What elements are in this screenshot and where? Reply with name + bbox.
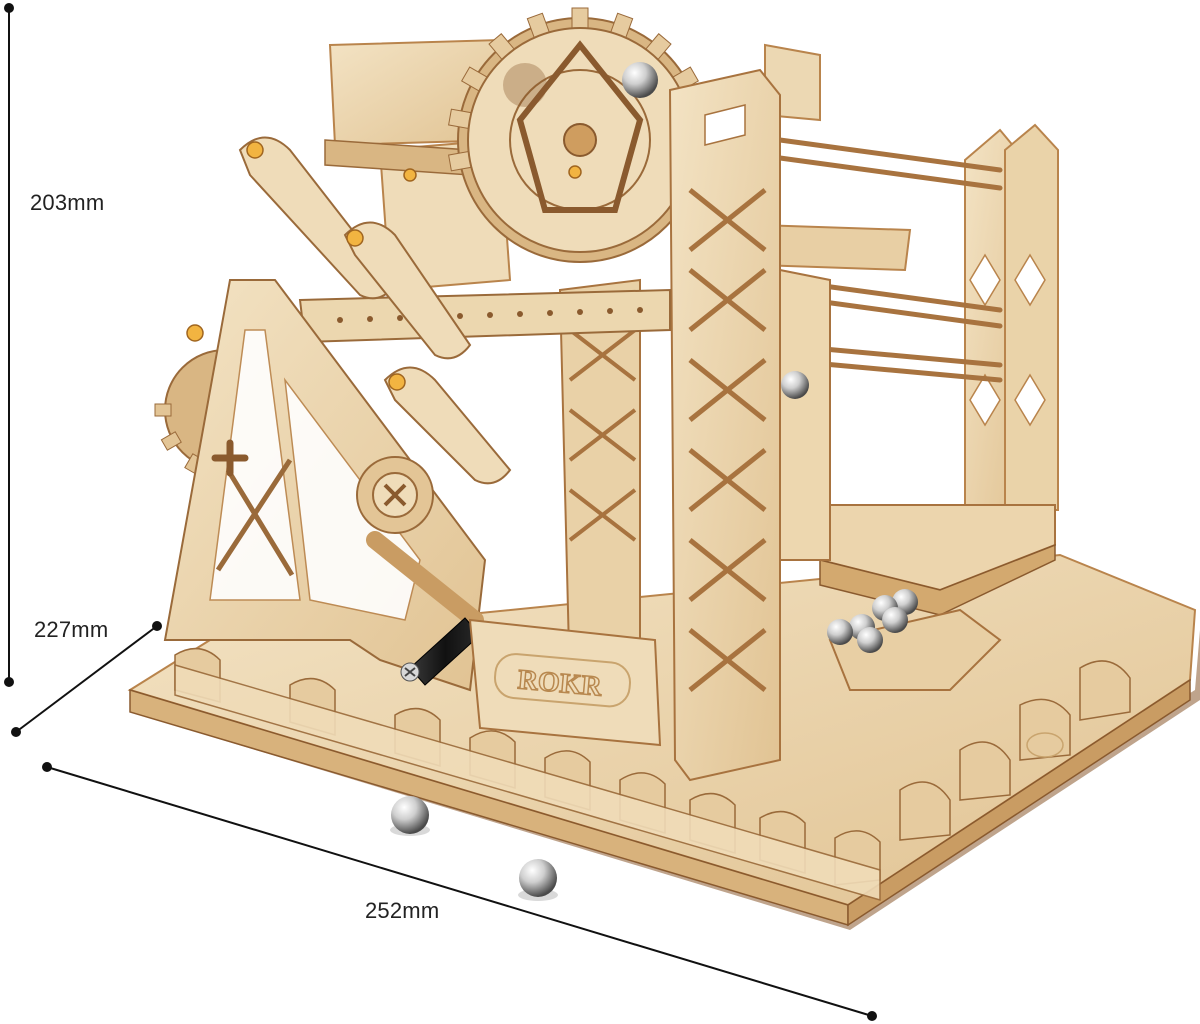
depth-endpoint-right: [152, 621, 162, 631]
right-rail: [899, 660, 1131, 841]
steel-ball: [391, 796, 429, 834]
depth-dimension-line: [15, 625, 158, 733]
orange-pegs: [186, 141, 582, 391]
width-endpoint-right: [867, 1011, 877, 1021]
a-frame: [163, 279, 487, 692]
depth-label: 227mm: [34, 617, 109, 642]
base-tray-side-edge: [847, 678, 1191, 927]
lever-arms: [238, 136, 512, 485]
width-label: 252mm: [365, 898, 440, 923]
top-gear: [448, 7, 712, 263]
height-endpoint-bottom: [4, 677, 14, 687]
height-endpoint-top: [4, 3, 14, 13]
height-label: 203mm: [30, 190, 105, 215]
right-tower: [964, 123, 1059, 521]
width-endpoint-left: [42, 762, 52, 772]
width-dimension-line: [46, 766, 873, 1017]
front-rail-board: [174, 664, 881, 901]
plus-cutout: [211, 439, 249, 477]
center-tower: [558, 68, 831, 782]
rokr-panel: ROKR: [468, 618, 662, 747]
tray-balls: [827, 589, 918, 653]
steel-ball: [519, 859, 557, 897]
fingerprint-logo: [1026, 732, 1064, 758]
front-balls: [390, 796, 558, 901]
depth-endpoint-left: [11, 727, 21, 737]
dimension-lines: [4, 3, 877, 1021]
